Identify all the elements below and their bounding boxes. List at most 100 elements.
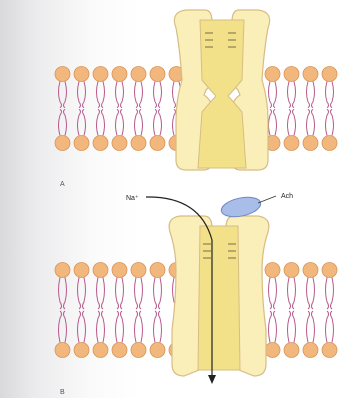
lipid-head	[131, 343, 146, 358]
lipid-head	[112, 263, 127, 278]
lipid-tail	[293, 82, 296, 108]
lipid-head	[322, 136, 337, 151]
lipid-tail	[83, 278, 86, 310]
lipid-head	[303, 67, 318, 82]
lipid-tail	[121, 311, 124, 343]
lipid-tail	[154, 278, 157, 310]
lipid-tail	[312, 311, 315, 343]
lipid-tail	[135, 311, 138, 343]
lipid-tail	[159, 109, 162, 135]
ion-channel-closed	[174, 10, 269, 170]
lipid-tail	[274, 109, 277, 135]
lipid-head	[74, 343, 89, 358]
lipid-bilayer-right-b	[265, 263, 337, 358]
lipid-tail	[83, 82, 86, 108]
lipid-head	[322, 343, 337, 358]
panel-letter-a: A	[60, 181, 65, 188]
lipid-tail	[269, 109, 272, 135]
lipid-head	[150, 67, 165, 82]
lipid-head	[74, 136, 89, 151]
lipid-head	[131, 67, 146, 82]
lipid-head	[284, 343, 299, 358]
lipid-tail	[307, 82, 310, 108]
ach-label-leader	[258, 196, 276, 203]
lipid-head	[265, 67, 280, 82]
lipid-tail	[140, 109, 143, 135]
lipid-tail	[312, 278, 315, 310]
na-ion-label: Na⁺	[126, 195, 139, 202]
channel-pore-b	[198, 226, 240, 370]
lipid-head	[265, 263, 280, 278]
lipid-tail	[312, 109, 315, 135]
lipid-head	[131, 263, 146, 278]
lipid-tail	[331, 311, 334, 343]
lipid-tail	[83, 311, 86, 343]
lipid-tail	[307, 278, 310, 310]
lipid-head	[93, 136, 108, 151]
lipid-tail	[307, 109, 310, 135]
na-arrowhead	[208, 375, 216, 384]
lipid-tail	[274, 278, 277, 310]
lipid-tail	[331, 278, 334, 310]
lipid-head	[74, 67, 89, 82]
lipid-tail	[173, 82, 176, 108]
lipid-tail	[293, 109, 296, 135]
lipid-tail	[64, 109, 67, 135]
lipid-head	[112, 67, 127, 82]
lipid-head	[55, 67, 70, 82]
lipid-tail	[274, 82, 277, 108]
lipid-head	[150, 343, 165, 358]
lipid-tail	[159, 82, 162, 108]
lipid-tail	[140, 311, 143, 343]
lipid-tail	[135, 109, 138, 135]
lipid-tail	[121, 82, 124, 108]
lipid-head	[55, 343, 70, 358]
lipid-tail	[159, 278, 162, 310]
lipid-tail	[312, 82, 315, 108]
channel-pore-a	[198, 20, 246, 168]
lipid-tail	[97, 82, 100, 108]
lipid-tail	[102, 311, 105, 343]
lipid-tail	[331, 82, 334, 108]
lipid-tail	[326, 82, 329, 108]
lipid-tail	[116, 278, 119, 310]
lipid-head	[303, 136, 318, 151]
lipid-tail	[102, 109, 105, 135]
panel-b: Ach Na⁺ B	[55, 193, 337, 396]
lipid-tail	[288, 82, 291, 108]
lipid-head	[284, 263, 299, 278]
lipid-tail	[59, 278, 62, 310]
ion-channel-open	[169, 216, 269, 376]
lipid-tail	[83, 109, 86, 135]
lipid-tail	[97, 311, 100, 343]
lipid-tail	[64, 311, 67, 343]
lipid-tail	[116, 311, 119, 343]
lipid-tail	[293, 278, 296, 310]
lipid-tail	[307, 311, 310, 343]
lipid-tail	[326, 278, 329, 310]
lipid-tail	[121, 109, 124, 135]
lipid-head	[55, 263, 70, 278]
lipid-tail	[135, 82, 138, 108]
lipid-tail	[78, 109, 81, 135]
lipid-tail	[269, 311, 272, 343]
lipid-tail	[154, 82, 157, 108]
lipid-head	[284, 67, 299, 82]
lipid-tail	[154, 311, 157, 343]
lipid-bilayer-left-b	[55, 263, 184, 358]
lipid-head	[112, 136, 127, 151]
lipid-tail	[78, 311, 81, 343]
lipid-head	[131, 136, 146, 151]
lipid-tail	[269, 82, 272, 108]
lipid-tail	[78, 82, 81, 108]
lipid-tail	[326, 311, 329, 343]
lipid-head	[93, 263, 108, 278]
lipid-tail	[288, 311, 291, 343]
lipid-tail	[97, 278, 100, 310]
ach-label: Ach	[281, 193, 293, 200]
lipid-tail	[135, 278, 138, 310]
lipid-tail	[59, 311, 62, 343]
lipid-tail	[116, 82, 119, 108]
panel-letter-b: B	[60, 389, 65, 396]
